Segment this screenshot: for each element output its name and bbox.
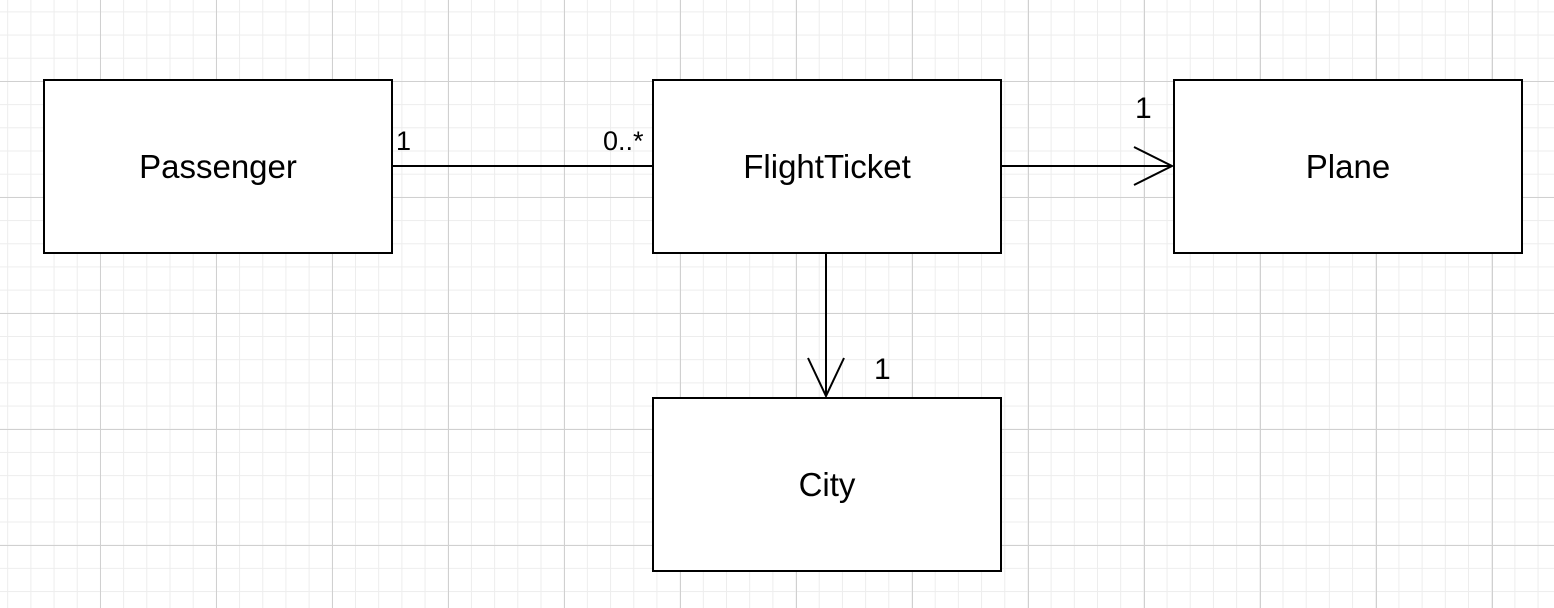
class-passenger[interactable]: Passenger [43,79,393,254]
multiplicity-flightticket-side: 0..* [603,126,644,156]
class-city-label: City [798,465,856,503]
multiplicity-passenger-side: 1 [396,126,412,156]
arrowhead-plane [1133,146,1175,186]
arrowhead-city [807,357,845,399]
class-plane-label: Plane [1305,147,1391,185]
class-passenger-label: Passenger [139,147,297,185]
multiplicity-city-side: 1 [874,353,891,386]
class-flightticket[interactable]: FlightTicket [652,79,1002,254]
multiplicity-plane-side: 1 [1135,92,1152,125]
class-plane[interactable]: Plane [1173,79,1523,254]
class-flightticket-label: FlightTicket [743,147,911,185]
class-city[interactable]: City [652,397,1002,572]
